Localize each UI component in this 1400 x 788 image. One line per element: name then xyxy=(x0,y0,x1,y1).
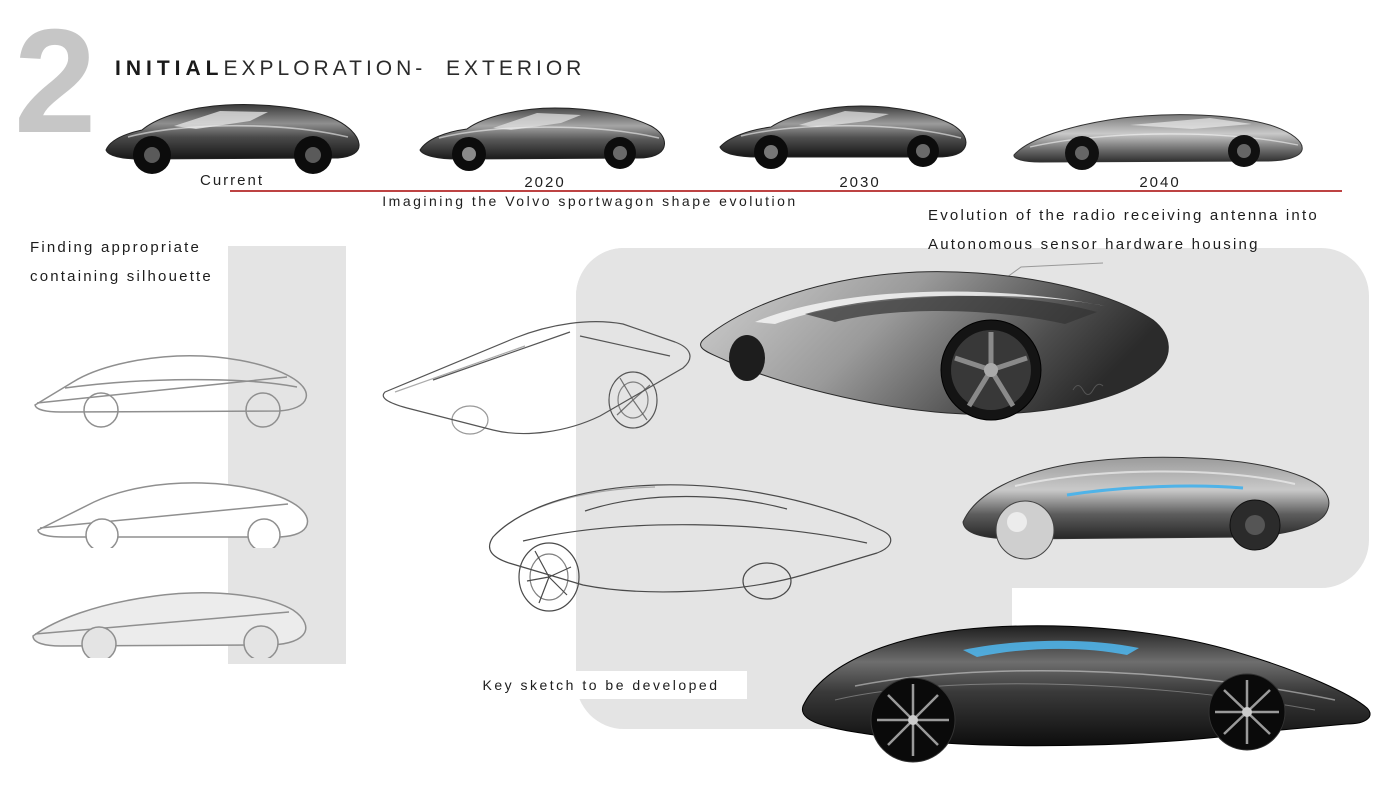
timeline-label-2040: 2040 xyxy=(1139,174,1181,191)
sketch-silhouette-study-3 xyxy=(25,558,315,658)
antenna-note-line1: Evolution of the radio receiving antenna… xyxy=(928,207,1319,224)
timeline-underline xyxy=(230,190,1342,192)
sketch-sportwagon-2030 xyxy=(715,97,975,172)
sketch-shaded-side-profile xyxy=(955,438,1340,568)
sketch-silhouette-study-1 xyxy=(25,325,315,430)
key-sketch-label: Key sketch to be developed xyxy=(455,671,747,699)
silhouette-panel xyxy=(228,246,346,664)
sketch-silhouette-study-2 xyxy=(30,448,310,548)
sketch-sportwagon-2020 xyxy=(415,98,670,173)
silhouette-note-line2: containing silhouette xyxy=(30,268,213,285)
section-number: 2 xyxy=(14,0,96,164)
sketch-sportwagon-2040 xyxy=(1010,103,1310,175)
timeline-label-2030: 2030 xyxy=(839,174,881,191)
timeline-label-2020: 2020 xyxy=(524,174,566,191)
sketch-lineart-rear-three-quarter xyxy=(375,300,705,455)
page-title: INITIALEXPLORATION- EXTERIOR xyxy=(115,57,585,81)
antenna-note-line2: Autonomous sensor hardware housing xyxy=(928,236,1260,253)
silhouette-note-line1: Finding appropriate xyxy=(30,239,202,256)
title-rest-part: EXPLORATION- EXTERIOR xyxy=(223,57,586,80)
sketch-shaded-rear-three-quarter xyxy=(685,262,1185,442)
sketch-current-sportwagon xyxy=(100,92,365,177)
timeline-label-current: Current xyxy=(199,172,265,189)
sketch-key-development xyxy=(795,600,1380,775)
timeline-caption: Imagining the Volvo sportwagon shape evo… xyxy=(382,193,798,209)
sketch-lineart-front-three-quarter xyxy=(465,445,905,630)
title-bold-part: INITIAL xyxy=(115,57,224,80)
